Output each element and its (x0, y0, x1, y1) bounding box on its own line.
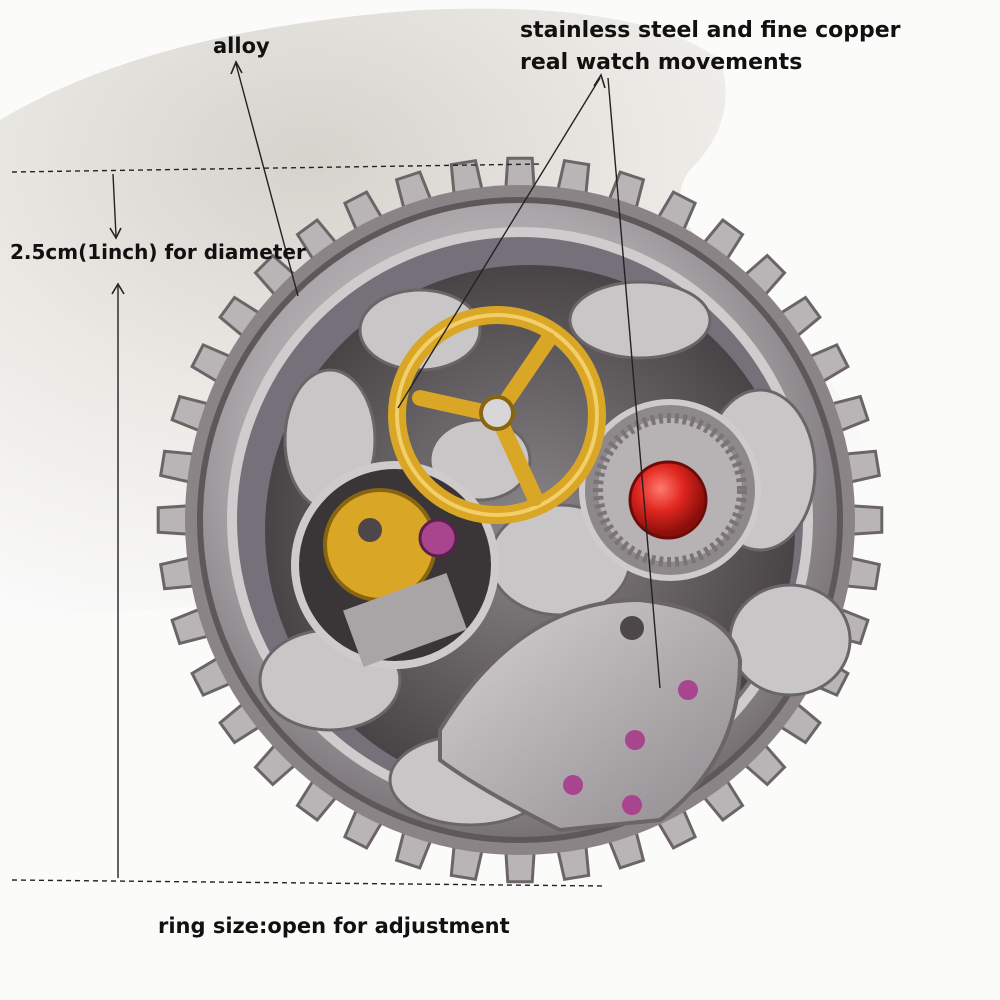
ring-size-label: ring size:open for adjustment (158, 914, 510, 938)
alloy-label: alloy (213, 34, 270, 58)
steel-pointer-a (397, 77, 601, 409)
gold-balance-wheel (388, 306, 606, 524)
diameter-arrow-top (112, 173, 117, 237)
arrow-heads (109, 60, 606, 295)
movements-label: real watch movements (520, 50, 803, 75)
top-dashed-line (11, 163, 541, 173)
steel-plate (438, 597, 743, 833)
red-stone (628, 460, 708, 540)
steel-pointer-b (607, 77, 661, 689)
right-movement (579, 399, 761, 581)
diameter-label: 2.5cm(1inch) for diameter (10, 240, 306, 264)
left-movement (291, 461, 499, 669)
dimension-guides (11, 63, 661, 887)
steel-copper-label: stainless steel and fine copper (520, 18, 901, 43)
alloy-pointer (235, 63, 299, 297)
